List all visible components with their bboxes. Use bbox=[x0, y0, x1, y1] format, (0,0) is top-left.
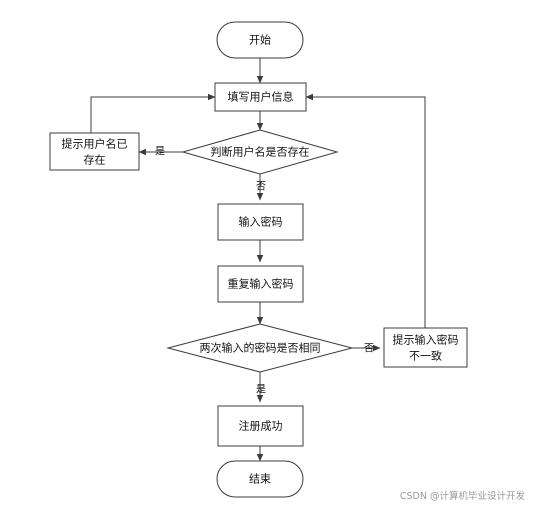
end-node: 结束 bbox=[216, 460, 304, 498]
exists-prompt-node: 提示用户名已 存在 bbox=[49, 132, 140, 171]
success-label: 注册成功 bbox=[239, 419, 283, 433]
mismatch-prompt-line1: 提示输入密码 bbox=[393, 333, 459, 347]
check-exists-label: 判断用户名是否存在 bbox=[211, 145, 310, 159]
end-label: 结束 bbox=[249, 473, 271, 486]
exists-prompt-line1: 提示用户名已 bbox=[62, 137, 128, 151]
repeat-password-node: 重复输入密码 bbox=[217, 265, 304, 303]
exists-prompt-line2: 存在 bbox=[84, 153, 106, 167]
edge-label-exists-no: 否 bbox=[256, 181, 266, 193]
edge-exists-to-fill bbox=[90, 93, 216, 133]
repeat-password-label: 重复输入密码 bbox=[228, 277, 294, 291]
edge-label-exists-yes: 是 bbox=[155, 146, 165, 158]
start-label: 开始 bbox=[249, 33, 271, 47]
input-password-node: 输入密码 bbox=[217, 203, 304, 241]
fill-info-node: 填写用户信息 bbox=[214, 82, 307, 112]
compare-label: 两次输入的密码是否相同 bbox=[200, 341, 321, 355]
watermark: CSDN @计算机毕业设计开发 bbox=[399, 491, 525, 502]
start-node: 开始 bbox=[216, 21, 304, 59]
fill-info-label: 填写用户信息 bbox=[228, 90, 294, 104]
mismatch-prompt-line2: 不一致 bbox=[409, 349, 442, 363]
edge-label-compare-no: 否 bbox=[364, 343, 374, 355]
edge-label-compare-yes: 是 bbox=[256, 384, 266, 396]
success-node: 注册成功 bbox=[217, 405, 304, 447]
compare-decision: 两次输入的密码是否相同 bbox=[166, 323, 354, 373]
check-exists-decision: 判断用户名是否存在 bbox=[181, 129, 339, 175]
mismatch-prompt-node: 提示输入密码 不一致 bbox=[383, 327, 468, 368]
edge-mismatch-to-fill bbox=[305, 93, 426, 328]
input-password-label: 输入密码 bbox=[239, 215, 283, 229]
